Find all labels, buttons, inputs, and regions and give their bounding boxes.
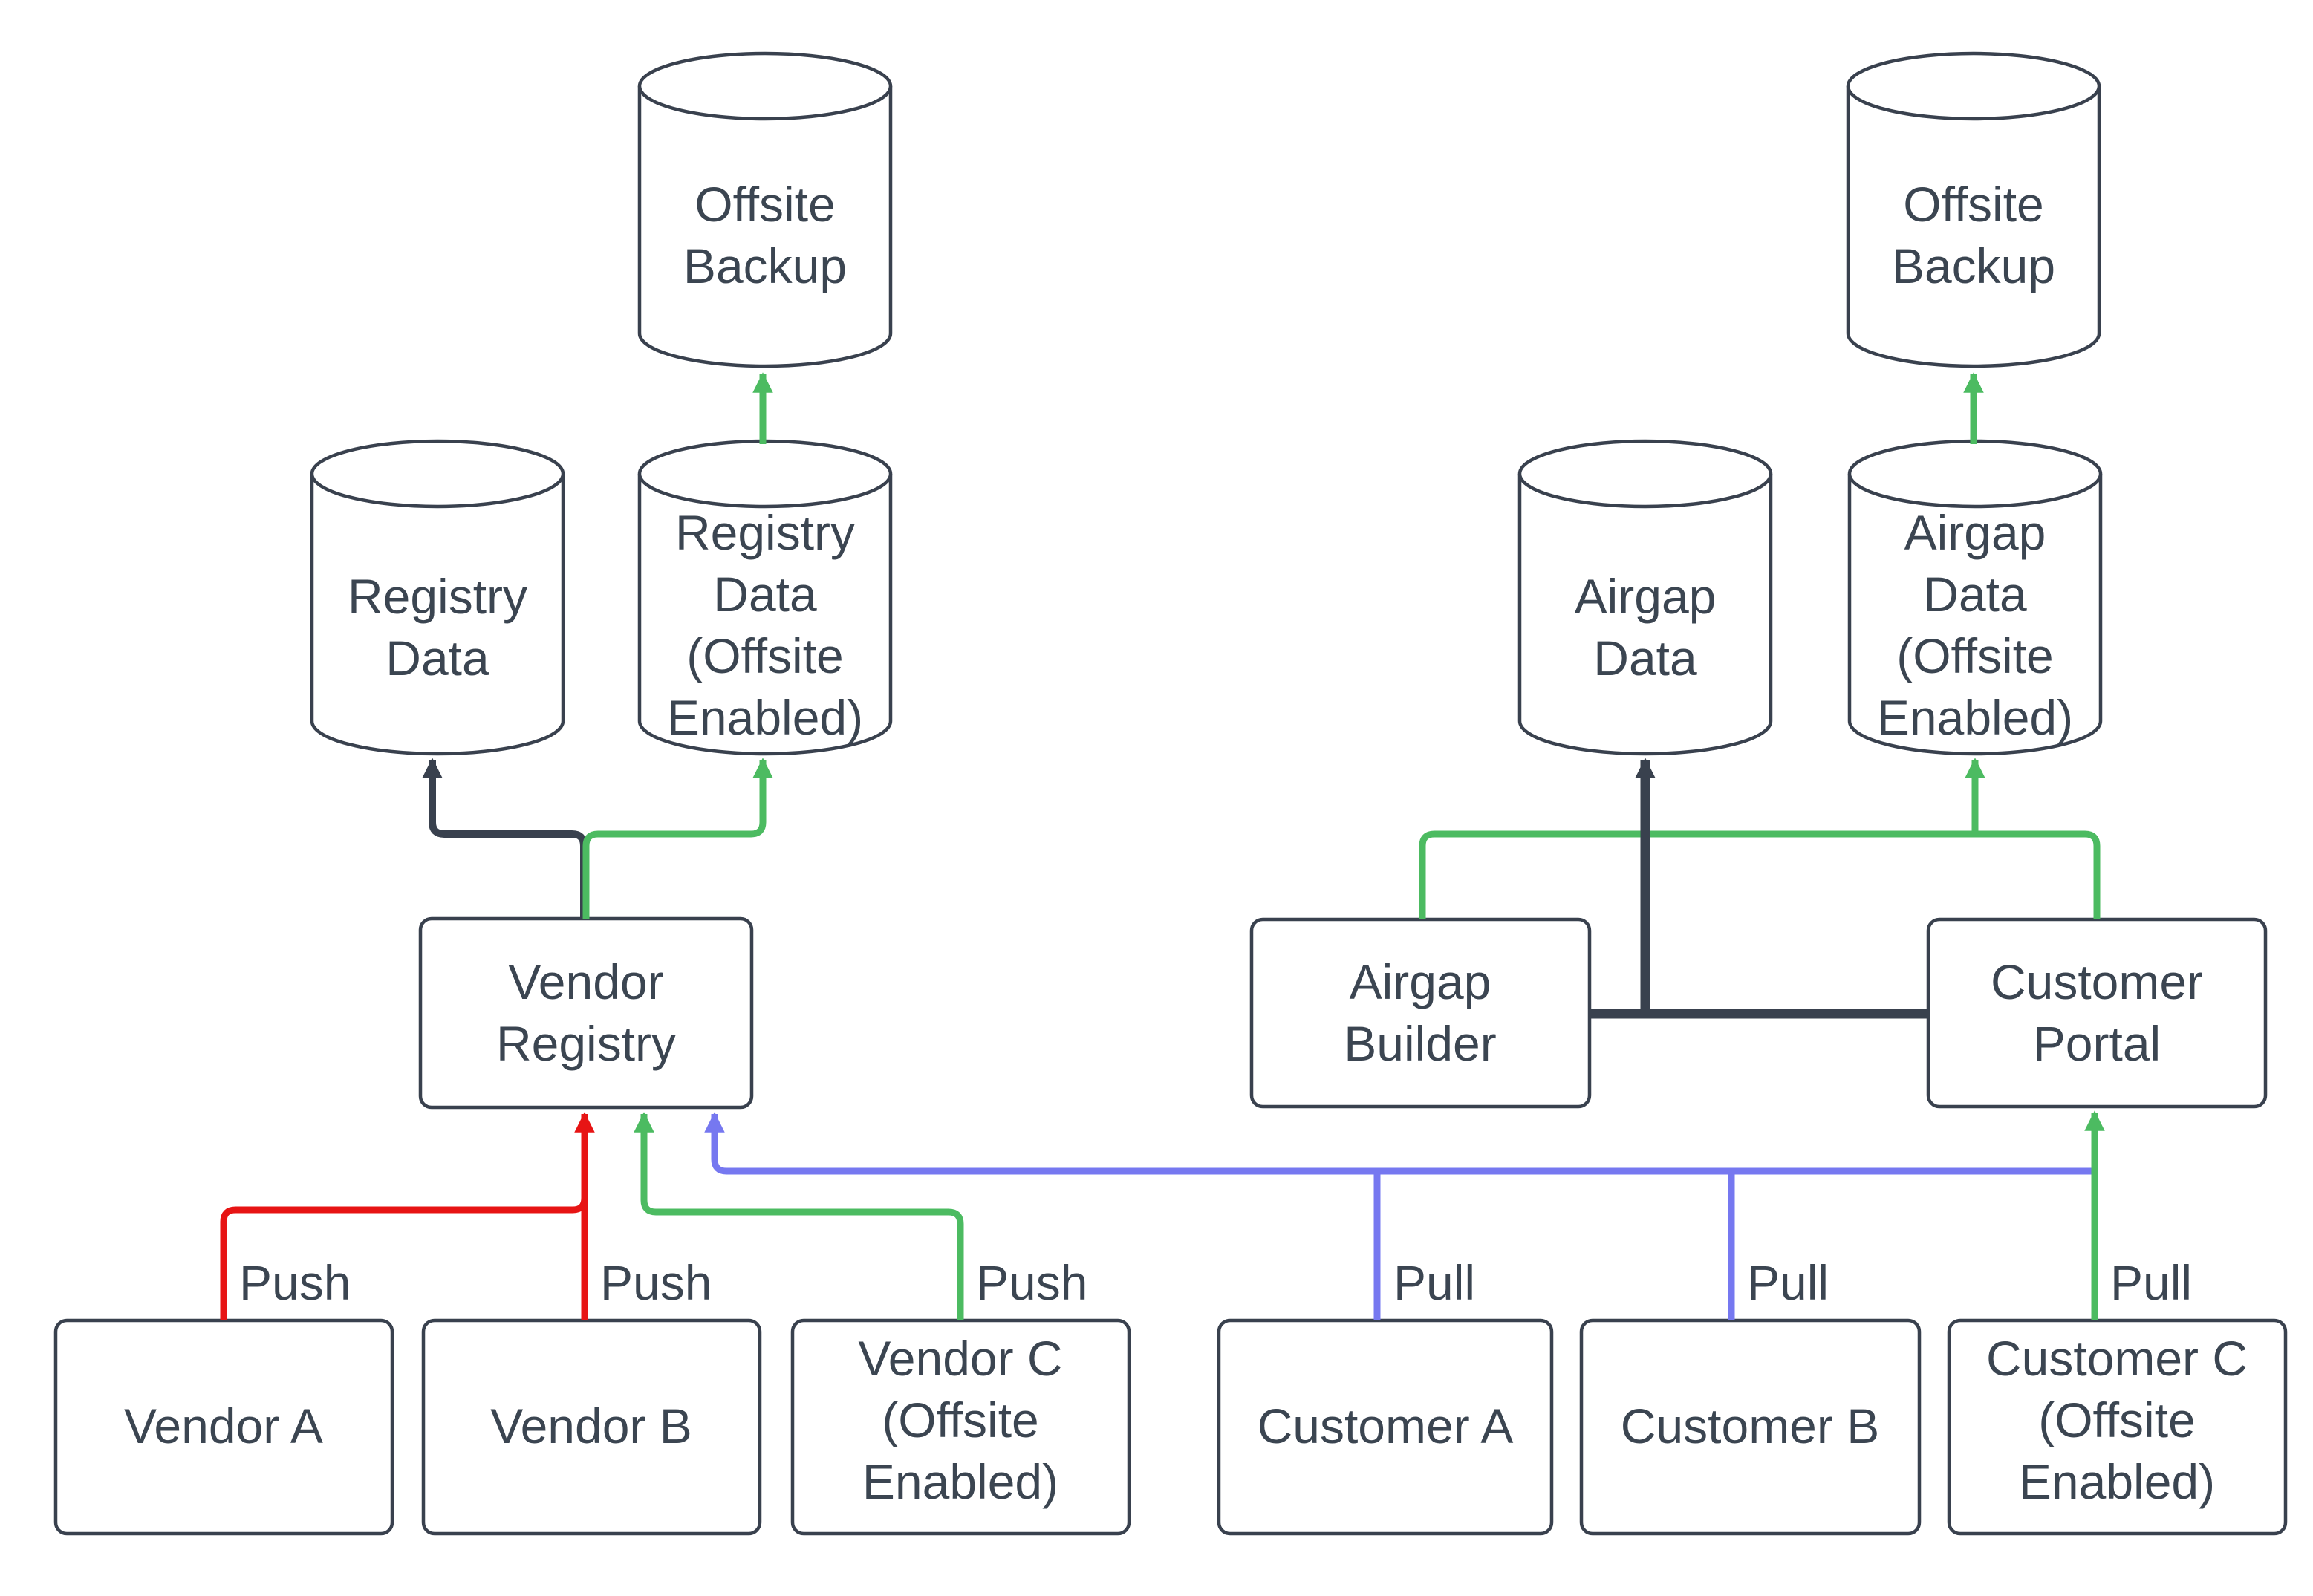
node-customer-b xyxy=(1579,1318,1922,1536)
label-customer-a: Customer A xyxy=(1257,1398,1514,1453)
edge-vendor-c-push-to-vendor-registry xyxy=(634,1112,964,1320)
label-registry-data: Registry Data xyxy=(347,569,528,685)
label-offsite-backup-right: Offsite Backup xyxy=(1891,177,2056,293)
cylinder-airgap-data-offsite-enabled xyxy=(1847,439,2103,756)
label-airgap-data: Airgap Data xyxy=(1574,569,1717,685)
cylinder-registry-data xyxy=(310,439,565,756)
edge-label-pull-customer-b: Pull xyxy=(1747,1255,1829,1310)
label-vendor-c: Vendor C (Offsite Enabled) xyxy=(858,1331,1063,1509)
label-customer-b: Customer B xyxy=(1620,1398,1880,1453)
label-offsite-backup-left: Offsite Backup xyxy=(683,177,848,293)
edge-label-pull-customer-c: Pull xyxy=(2110,1255,2193,1310)
label-customer-portal: Customer Portal xyxy=(1990,954,2204,1071)
edge-customer-portal-airgap-builder-green-link xyxy=(1419,830,2101,919)
edge-vendor-registry-to-registry-data-offsite xyxy=(582,758,773,919)
label-airgap-builder: Airgap Builder xyxy=(1344,954,1497,1071)
cylinder-offsite-backup-left xyxy=(637,51,893,368)
label-customer-c: Customer C (Offsite Enabled) xyxy=(1985,1331,2248,1509)
label-vendor-a: Vendor A xyxy=(124,1398,323,1453)
edge-label-push-vendor-a: Push xyxy=(239,1255,351,1310)
cylinder-registry-data-offsite-enabled xyxy=(637,439,893,756)
edge-customers-pull-to-vendor-registry xyxy=(704,1112,2093,1175)
label-vendor-registry: Vendor Registry xyxy=(495,954,677,1071)
edge-vendor-registry-to-registry-data xyxy=(422,758,588,919)
node-customer-a xyxy=(1217,1318,1554,1536)
label-registry-data-offsite: Registry Data (Offsite Enabled) xyxy=(666,505,864,745)
label-vendor-b: Vendor B xyxy=(490,1398,692,1453)
node-vendor-b xyxy=(421,1318,762,1536)
cylinder-airgap-data xyxy=(1517,439,1773,756)
edge-label-pull-customer-a: Pull xyxy=(1393,1255,1476,1310)
label-airgap-data-offsite: Airgap Data (Offsite Enabled) xyxy=(1876,505,2074,745)
edge-label-push-vendor-c: Push xyxy=(976,1255,1088,1310)
edge-label-push-vendor-b: Push xyxy=(600,1255,712,1310)
node-customer-c xyxy=(1947,1318,2288,1536)
cylinder-offsite-backup-right xyxy=(1846,51,2101,368)
